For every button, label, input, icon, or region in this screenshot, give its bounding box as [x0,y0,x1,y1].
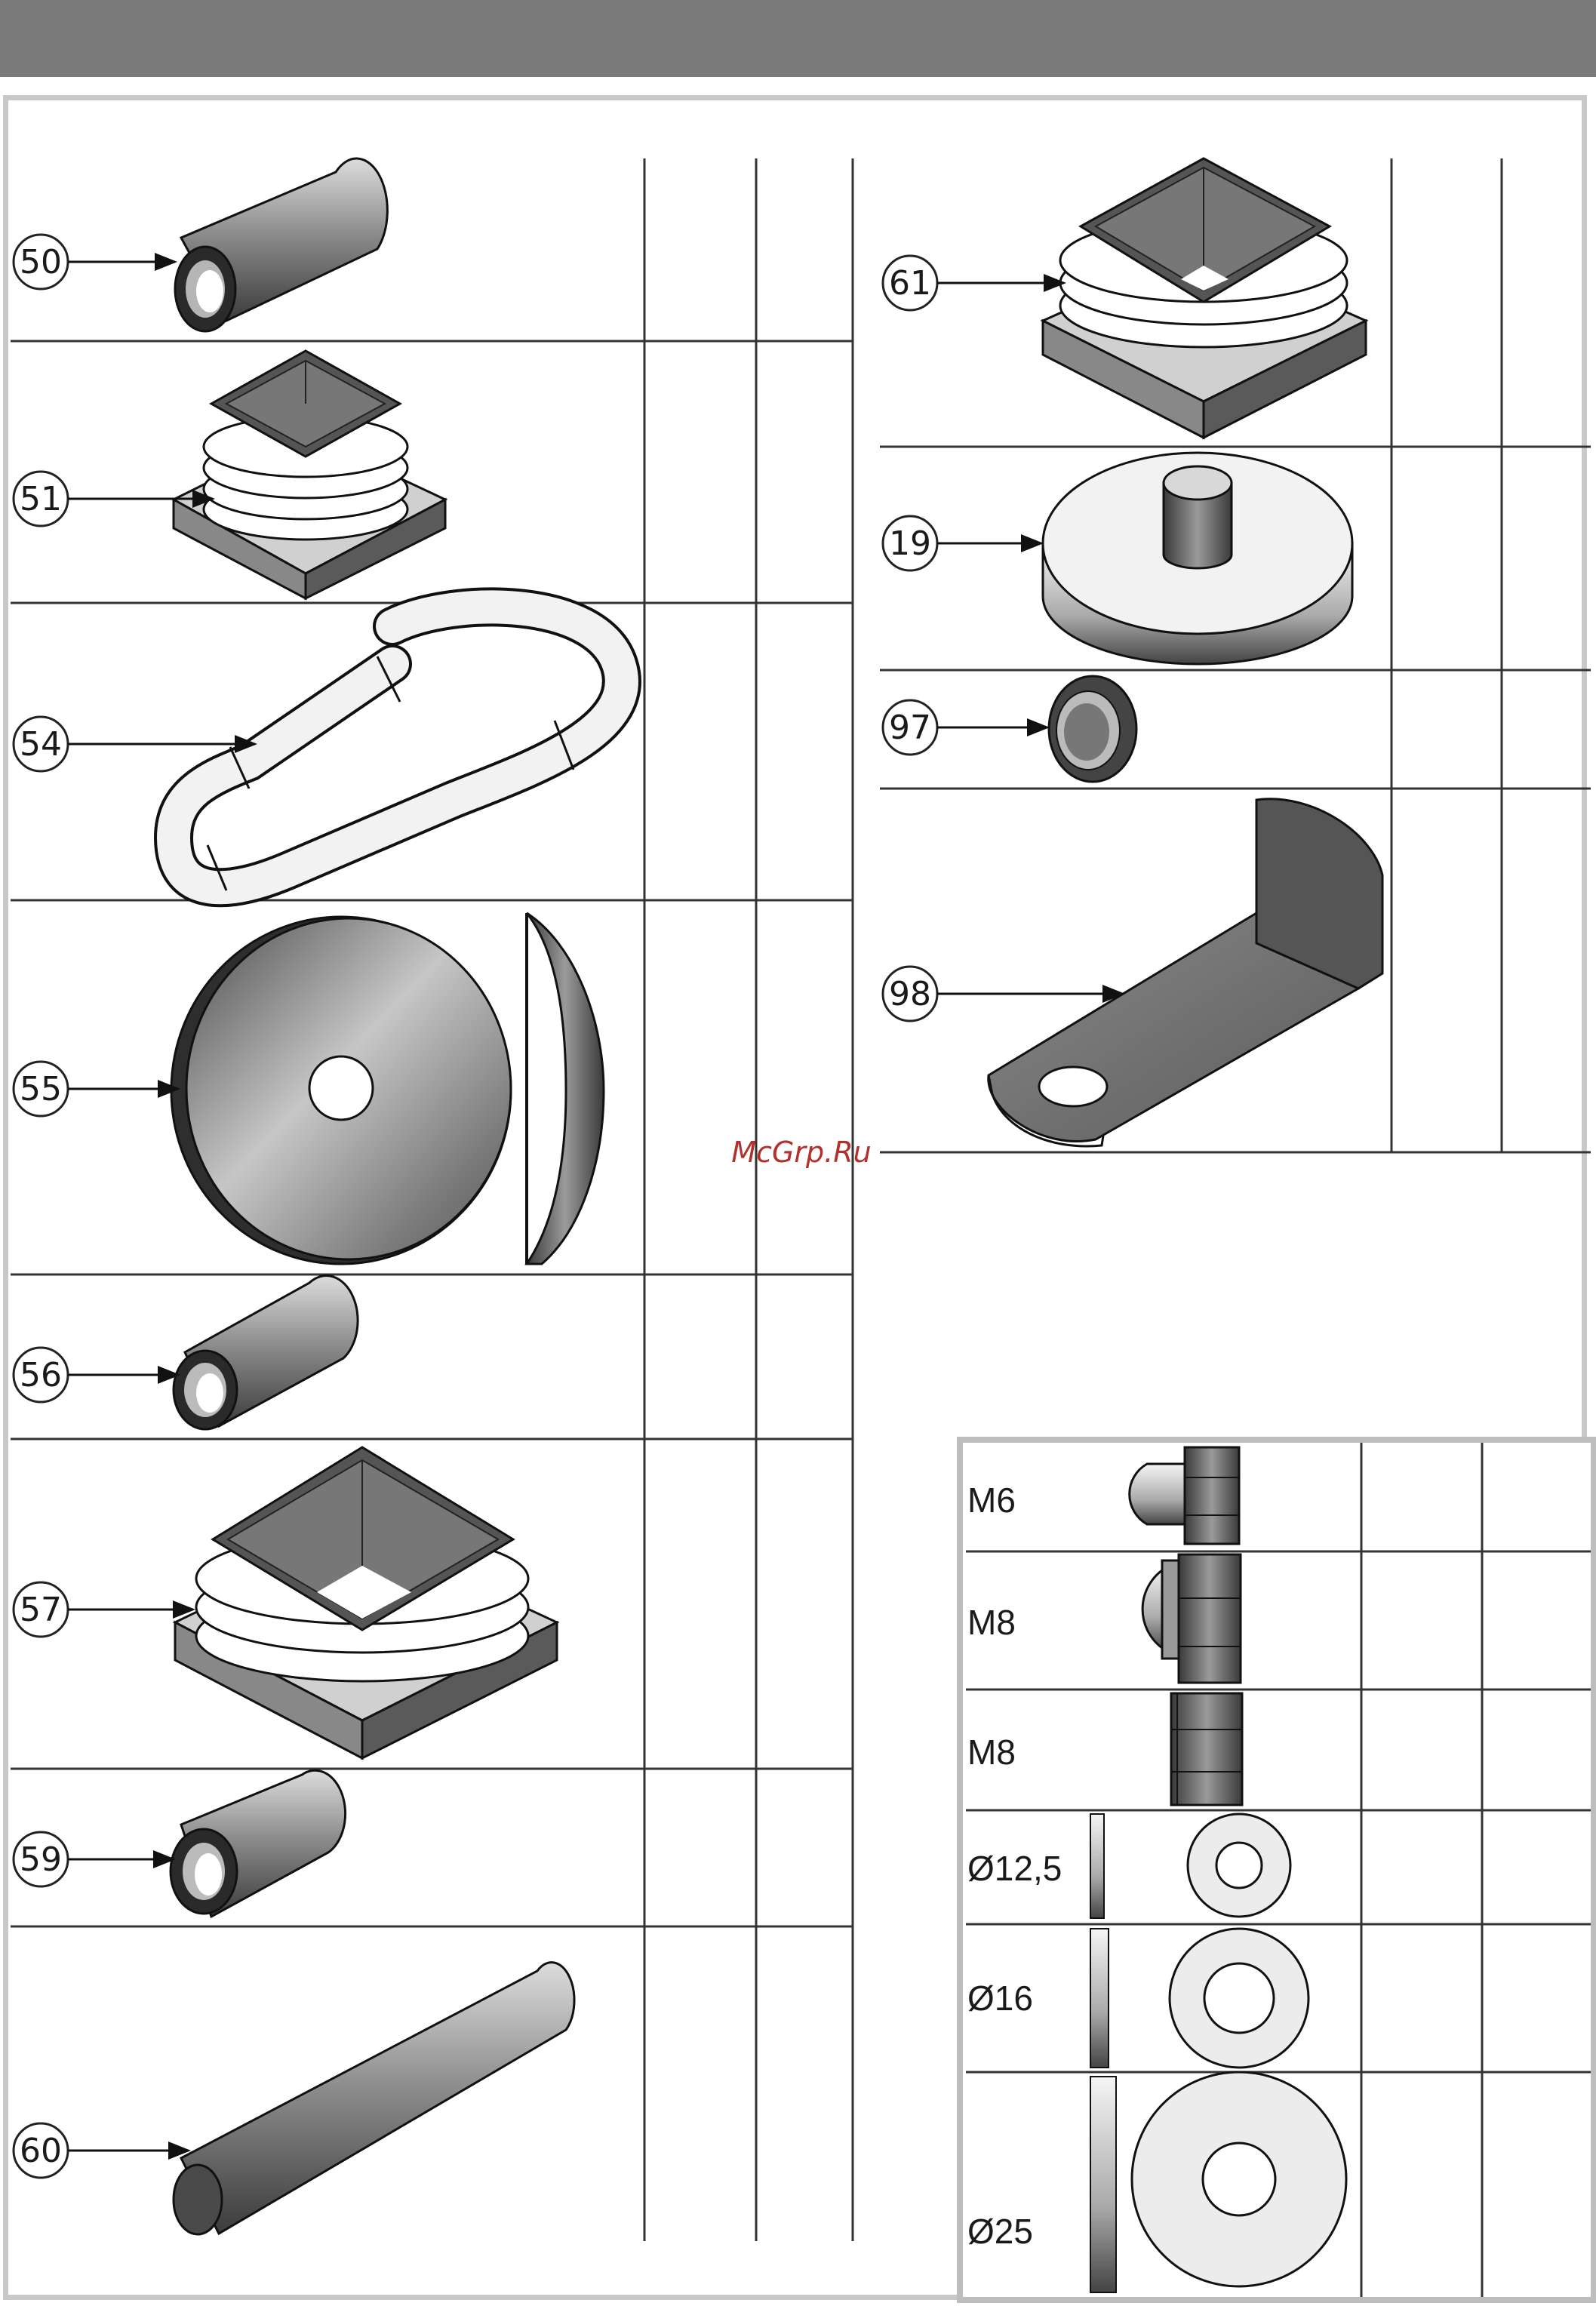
callout-59: 59 [14,1832,174,1886]
part-56-bushing [174,1276,358,1429]
hardware-label-d12: Ø12,5 [967,1849,1062,1888]
part-number: 50 [20,243,62,281]
callout-57: 57 [14,1582,193,1637]
part-number: 19 [889,524,931,563]
part-54-snap-hook [174,607,622,890]
part-97-cap [1049,676,1136,782]
part-59-bushing [171,1770,346,1917]
callout-97: 97 [883,700,1047,755]
part-51-square-cap [174,351,445,598]
part-number: 98 [889,975,931,1013]
part-number: 61 [889,264,931,303]
callout-60: 60 [14,2123,189,2178]
callout-61: 61 [883,256,1064,310]
part-number: 51 [20,480,62,518]
callout-50: 50 [14,235,175,289]
callout-98: 98 [883,967,1123,1021]
hardware-label-d16: Ø16 [967,1979,1033,2018]
callout-55: 55 [14,1062,178,1116]
part-number: 60 [20,2132,62,2170]
hardware-label-m6: M6 [967,1480,1016,1520]
part-60-pin [174,1963,574,2234]
part-50-bushing [175,158,387,331]
part-61-square-cap [1043,158,1366,438]
watermark-text: McGrp.Ru [731,1136,871,1169]
part-number: 55 [20,1070,62,1108]
hardware-label-d25: Ø25 [967,2212,1033,2251]
part-55-disc [171,913,604,1264]
part-number: 97 [889,709,931,747]
part-number: 56 [20,1356,62,1394]
part-number: 59 [20,1840,62,1879]
hardware-label-m8-lock: M8 [967,1733,1016,1772]
callout-56: 56 [14,1348,178,1402]
part-number: 57 [20,1591,62,1629]
part-19-foot-pad [1043,453,1352,664]
lock-nut-icon [1171,1693,1242,1805]
part-number: 54 [20,725,62,764]
hardware-label-m8-acorn: M8 [967,1603,1016,1642]
part-57-square-cap [175,1447,557,1758]
part-98-bracket [989,799,1382,1146]
callout-19: 19 [883,516,1041,570]
